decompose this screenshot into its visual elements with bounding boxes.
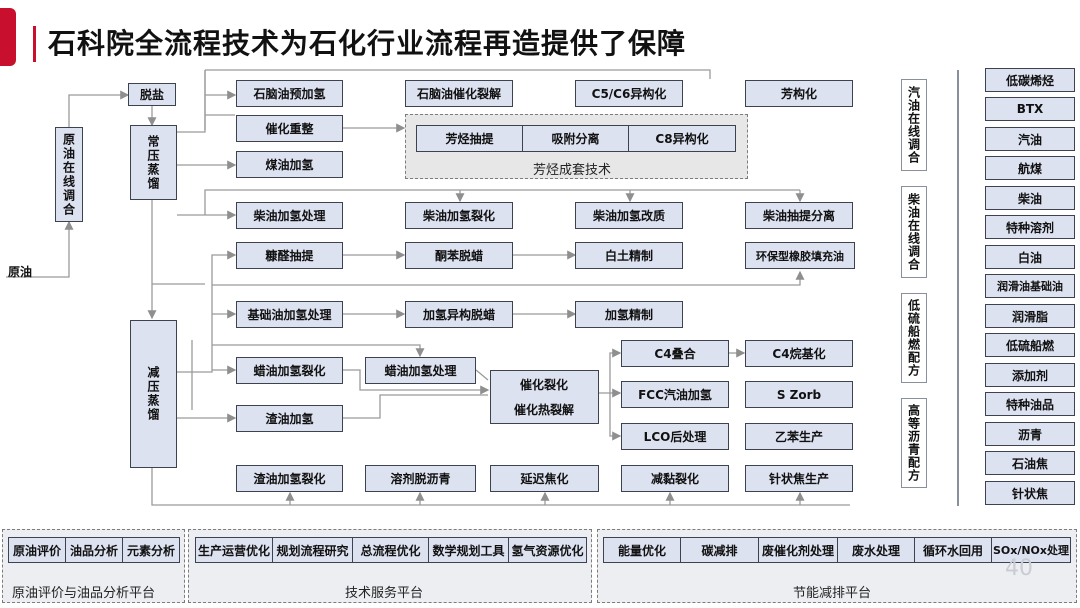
carbon-reduction-box: 碳减排 <box>680 537 759 563</box>
fcc-box: 催化裂化 催化热裂解 <box>490 370 599 424</box>
product-needle-coke: 针状焦 <box>985 481 1075 505</box>
product-btx: BTX <box>985 97 1075 121</box>
aromatics-group-label: 芳烃成套技术 <box>533 163 612 178</box>
naphtha-cat-cracking-box: 石脑油催化裂解 <box>405 80 513 107</box>
rubber-filler-oil-box: 环保型橡胶填充油 <box>745 242 855 269</box>
crude-blending-box: 原油在线调合 <box>55 127 83 222</box>
product-low-sulfur-marine-fuel: 低硫船燃 <box>985 333 1075 357</box>
lco-posttreat-box: LCO后处理 <box>621 423 729 450</box>
crude-evaluation-box: 原油评价 <box>8 537 66 563</box>
solvent-deasphalting-box: 溶剂脱沥青 <box>365 465 476 492</box>
c4-oligomerization-box: C4叠合 <box>621 340 729 367</box>
energy-optimization-box: 能量优化 <box>603 537 681 563</box>
fcc-line1: 催化裂化 <box>519 378 568 392</box>
product-additive: 添加剂 <box>985 363 1075 387</box>
hydroisomerization-dewax-box: 加氢异构脱蜡 <box>405 301 513 328</box>
wastewater-box: 废水处理 <box>837 537 915 563</box>
diesel-hydrotreating-box: 柴油加氢处理 <box>236 202 343 229</box>
overall-flow-optimization-box: 总流程优化 <box>352 537 429 563</box>
tech-service-platform-label: 技术服务平台 <box>345 586 424 601</box>
atmospheric-distillation-box: 常压蒸馏 <box>130 125 177 200</box>
fcc-gasoline-hydro-box: FCC汽油加氢 <box>621 381 729 408</box>
product-grease: 润滑脂 <box>985 304 1075 328</box>
clay-refining-box: 白土精制 <box>575 242 683 269</box>
aromatics-extraction-box: 芳烃抽提 <box>416 125 523 152</box>
product-petroleum-coke: 石油焦 <box>985 451 1075 475</box>
vgo-hydrocracking-box: 蜡油加氢裂化 <box>236 357 343 384</box>
title-accent-line <box>33 26 36 62</box>
analysis-platform-label: 原油评价与油品分析平台 <box>12 586 156 601</box>
aromatization-box: 芳构化 <box>745 80 853 107</box>
product-white-oil: 白油 <box>985 245 1075 269</box>
base-oil-hydrotreat-box: 基础油加氢处理 <box>236 301 343 328</box>
visbreaking-box: 减黏裂化 <box>621 465 729 492</box>
planning-study-box: 规划流程研究 <box>272 537 353 563</box>
diesel-hydrocracking-box: 柴油加氢裂化 <box>405 202 513 229</box>
delayed-coking-box: 延迟焦化 <box>490 465 599 492</box>
product-special-oil: 特种油品 <box>985 392 1075 416</box>
page-title: 石科院全流程技术为石化行业流程再造提供了保障 <box>48 27 687 60</box>
needle-coke-box: 针状焦生产 <box>745 465 853 492</box>
vacuum-distillation-box: 减压蒸馏 <box>130 320 177 468</box>
hydrofinishing-box: 加氢精制 <box>575 301 683 328</box>
marine-fuel-formula-label: 低硫船燃配方 <box>901 293 927 383</box>
desalt-box: 脱盐 <box>128 83 176 106</box>
sox-nox-box: SOx/NOx处理 <box>991 537 1071 563</box>
production-optimization-box: 生产运营优化 <box>195 537 273 563</box>
ethylbenzene-box: 乙苯生产 <box>745 423 853 450</box>
hydrogen-optimization-box: 氢气资源优化 <box>508 537 587 563</box>
furfural-extraction-box: 糠醛抽提 <box>236 242 343 269</box>
fcc-line2: 催化热裂解 <box>513 403 574 417</box>
product-special-solvent: 特种溶剂 <box>985 215 1075 239</box>
vgo-hydrotreating-box: 蜡油加氢处理 <box>365 357 476 384</box>
title-accent-bar <box>0 8 16 66</box>
diesel-extraction-box: 柴油抽提分离 <box>745 202 853 229</box>
cat-reforming-box: 催化重整 <box>236 115 343 142</box>
kerosene-hydro-box: 煤油加氢 <box>236 151 343 178</box>
residue-hydro-box: 渣油加氢 <box>236 405 343 432</box>
product-jet-fuel: 航煤 <box>985 156 1075 180</box>
oil-analysis-box: 油品分析 <box>65 537 123 563</box>
circulating-water-box: 循环水回用 <box>914 537 992 563</box>
energy-saving-platform-label: 节能减排平台 <box>793 586 872 601</box>
product-asphalt: 沥青 <box>985 422 1075 446</box>
c8-isomerization-box: C8异构化 <box>628 125 736 152</box>
element-analysis-box: 元素分析 <box>122 537 180 563</box>
gasoline-blending-label: 汽油在线调合 <box>901 79 927 171</box>
naphtha-pretreat-box: 石脑油预加氢 <box>236 80 343 107</box>
spent-catalyst-box: 废催化剂处理 <box>758 537 838 563</box>
products-separator <box>957 70 959 506</box>
mek-dewaxing-box: 酮苯脱蜡 <box>405 242 513 269</box>
asphalt-formula-label: 高等沥青配方 <box>901 398 927 488</box>
product-lube-base-oil: 润滑油基础油 <box>985 274 1075 298</box>
s-zorb-box: S Zorb <box>745 381 853 408</box>
math-planning-tool-box: 数学规划工具 <box>428 537 509 563</box>
diesel-blending-label: 柴油在线调合 <box>901 186 927 278</box>
c4-alkylation-box: C4烷基化 <box>745 340 853 367</box>
diesel-hydroupgrading-box: 柴油加氢改质 <box>575 202 683 229</box>
product-gasoline: 汽油 <box>985 127 1075 151</box>
c5c6-isomerization-box: C5/C6异构化 <box>575 80 683 107</box>
page-number: 40 <box>1005 556 1033 581</box>
adsorption-separation-box: 吸附分离 <box>522 125 629 152</box>
product-diesel: 柴油 <box>985 186 1075 210</box>
residue-hydrocracking-box: 渣油加氢裂化 <box>236 465 343 492</box>
product-light-olefins: 低碳烯烃 <box>985 68 1075 92</box>
crude-input-label: 原油 <box>8 265 33 279</box>
